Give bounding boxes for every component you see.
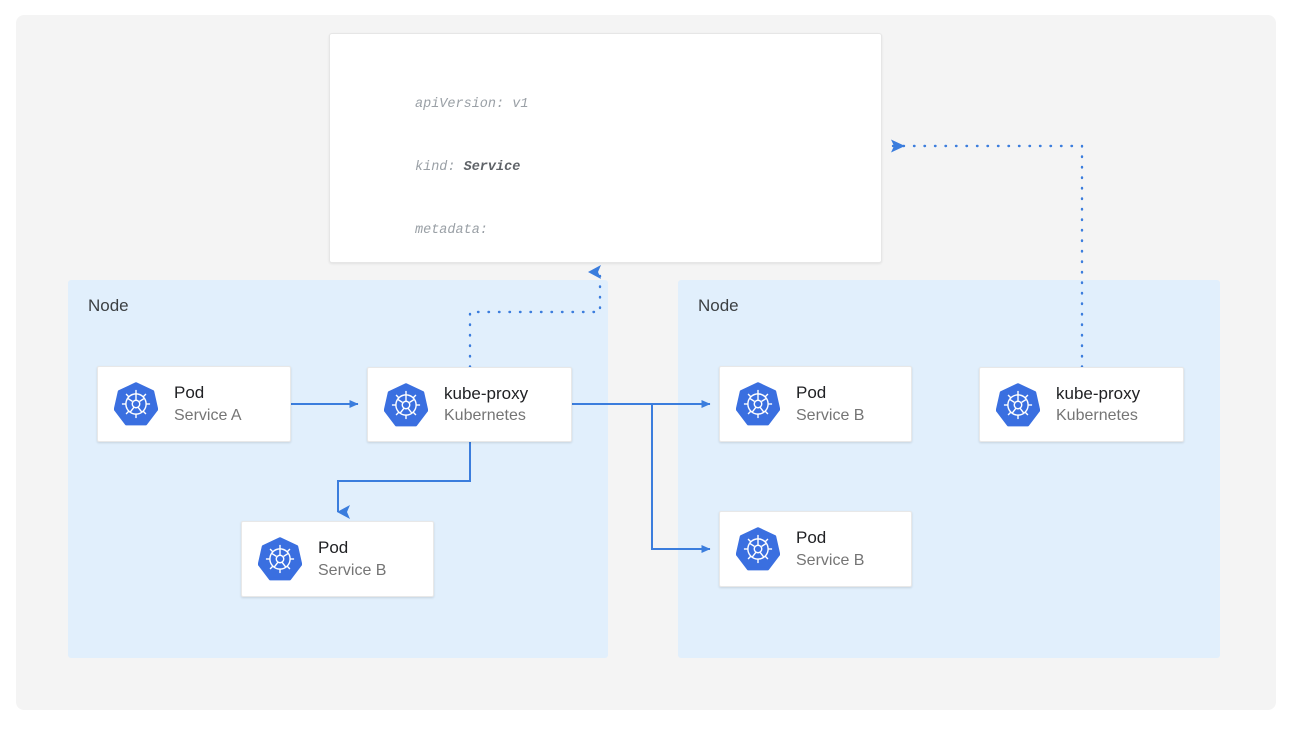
entity-subtitle: Service B [318, 561, 387, 579]
entity-text-block: Pod Service A [174, 382, 242, 425]
entity-subtitle: Kubernetes [444, 407, 526, 425]
entity-text-block: kube-proxy Kubernetes [1056, 383, 1140, 426]
yaml-line-metadata: metadata: [415, 223, 488, 238]
node-left-label: Node [88, 296, 129, 315]
service-yaml-text: apiVersion: v1 kind: Service metadata: n… [415, 52, 747, 262]
kubernetes-logo-icon [384, 382, 428, 426]
entity-kube-proxy-right[interactable]: kube-proxy Kubernetes [979, 367, 1184, 442]
entity-pod-service-b-remote-2[interactable]: Pod Service B [719, 511, 912, 587]
kubernetes-logo-icon [114, 382, 158, 426]
node-right-label: Node [698, 296, 739, 315]
entity-title: Pod [318, 538, 349, 558]
service-yaml-card: apiVersion: v1 kind: Service metadata: n… [329, 33, 882, 263]
kubernetes-logo-icon [736, 527, 780, 571]
entity-subtitle: Service B [796, 406, 865, 424]
entity-text-block: kube-proxy Kubernetes [444, 383, 528, 426]
entity-pod-service-b-remote-1[interactable]: Pod Service B [719, 366, 912, 442]
entity-subtitle: Service A [174, 406, 242, 424]
entity-kube-proxy-left[interactable]: kube-proxy Kubernetes [367, 367, 572, 442]
yaml-line-apiversion: apiVersion: v1 [415, 97, 529, 112]
entity-title: kube-proxy [1056, 383, 1141, 403]
yaml-line-kind: kind: Service [415, 157, 747, 178]
entity-title: Pod [796, 528, 827, 548]
entity-title: Pod [174, 383, 205, 403]
entity-pod-service-b-local[interactable]: Pod Service B [241, 521, 434, 597]
entity-subtitle: Service B [796, 551, 865, 569]
kubernetes-logo-icon [996, 382, 1040, 426]
entity-text-block: Pod Service B [796, 382, 864, 425]
entity-subtitle: Kubernetes [1056, 407, 1138, 425]
entity-pod-service-a[interactable]: Pod Service A [97, 366, 291, 442]
entity-title: Pod [796, 383, 827, 403]
yaml-kind-value: Service [463, 160, 521, 175]
entity-title: kube-proxy [444, 383, 529, 403]
node-right-container: Node [678, 280, 1220, 658]
kubernetes-logo-icon [258, 537, 302, 581]
node-left-container: Node [68, 280, 608, 658]
yaml-kind-key: kind: [415, 160, 464, 175]
entity-text-block: Pod Service B [318, 537, 386, 580]
entity-text-block: Pod Service B [796, 527, 864, 570]
kubernetes-logo-icon [736, 382, 780, 426]
